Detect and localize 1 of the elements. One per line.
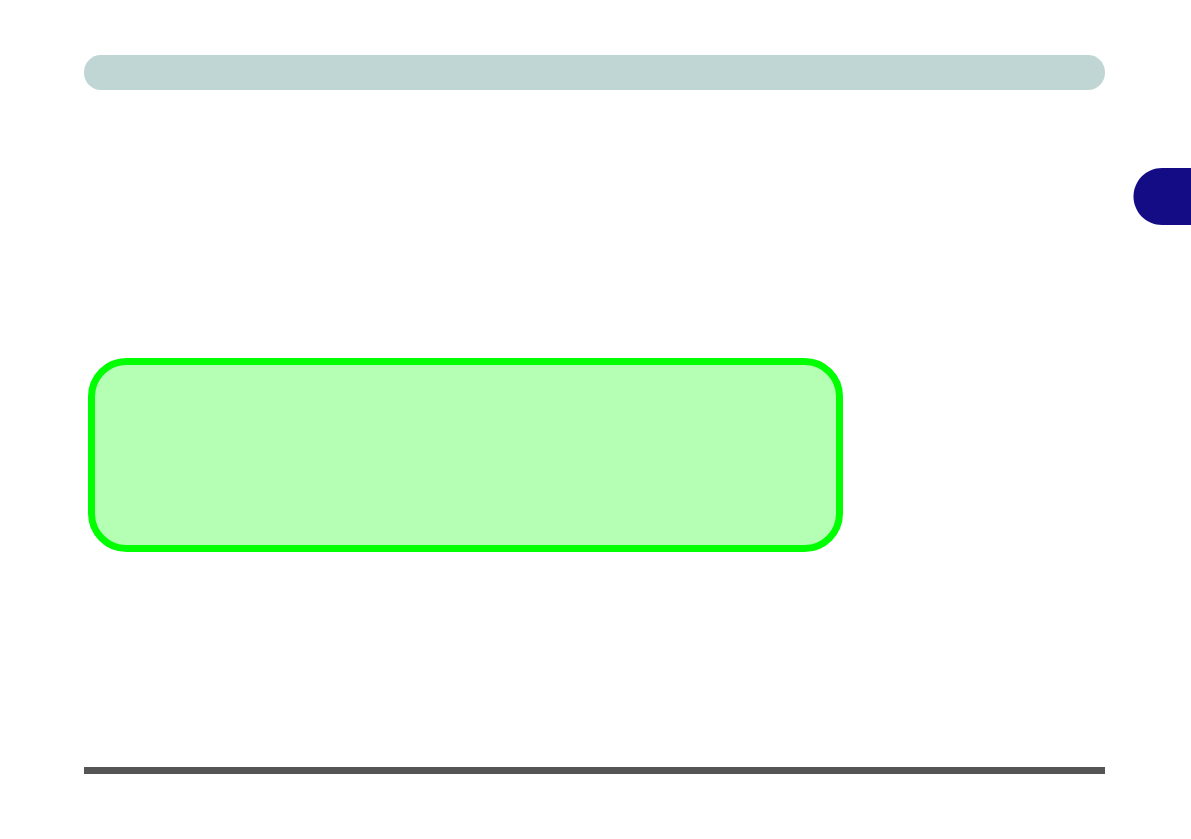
panel-box	[88, 358, 843, 552]
